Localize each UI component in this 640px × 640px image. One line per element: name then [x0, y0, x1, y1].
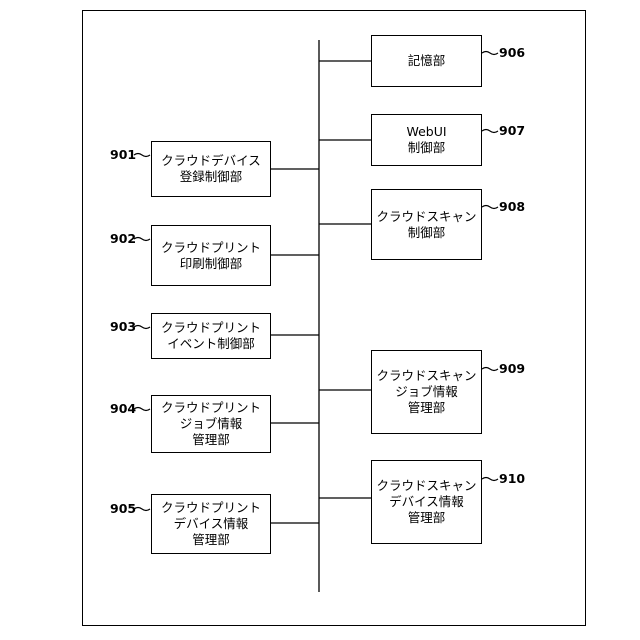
block-label-line: デバイス情報 — [389, 494, 464, 510]
block-label-line: クラウドスキャン — [376, 368, 476, 384]
block-label-line: クラウドデバイス — [161, 153, 261, 169]
ref-906: 906 — [499, 45, 525, 60]
block-label-line: 制御部 — [408, 140, 446, 156]
ref-903: 903 — [110, 319, 136, 334]
block-cloud-scan-device-info-management: クラウドスキャン デバイス情報 管理部 — [371, 460, 482, 544]
block-label-line: ジョブ情報 — [180, 416, 243, 432]
block-webui-control: WebUI 制御部 — [371, 114, 482, 166]
block-cloud-scan-job-info-management: クラウドスキャン ジョブ情報 管理部 — [371, 350, 482, 434]
ref-905: 905 — [110, 501, 136, 516]
ref-909: 909 — [499, 361, 525, 376]
ref-902: 902 — [110, 231, 136, 246]
ref-904: 904 — [110, 401, 136, 416]
block-cloud-scan-control: クラウドスキャン 制御部 — [371, 189, 482, 260]
block-storage: 記憶部 — [371, 35, 482, 87]
block-label-line: ジョブ情報 — [395, 384, 458, 400]
block-cloud-print-printing-control: クラウドプリント 印刷制御部 — [151, 225, 271, 286]
block-label-line: クラウドスキャン — [376, 478, 476, 494]
block-label-line: クラウドプリント — [161, 240, 261, 256]
ref-907: 907 — [499, 123, 525, 138]
block-label-line: デバイス情報 — [174, 516, 249, 532]
block-label-line: 管理部 — [408, 400, 446, 416]
block-label-line: 管理部 — [192, 432, 230, 448]
block-label-line: クラウドプリント — [161, 500, 261, 516]
block-cloud-print-event-control: クラウドプリント イベント制御部 — [151, 313, 271, 359]
ref-910: 910 — [499, 471, 525, 486]
block-label-line: クラウドプリント — [161, 400, 261, 416]
ref-901: 901 — [110, 147, 136, 162]
block-label-line: クラウドプリント — [161, 320, 261, 336]
block-label-line: 管理部 — [192, 532, 230, 548]
block-label-line: 記憶部 — [408, 53, 446, 69]
block-cloud-print-job-info-management: クラウドプリント ジョブ情報 管理部 — [151, 395, 271, 453]
block-label-line: 制御部 — [408, 225, 446, 241]
block-label-line: 印刷制御部 — [180, 256, 243, 272]
block-label-line: イベント制御部 — [167, 336, 255, 352]
block-label-line: 管理部 — [408, 510, 446, 526]
block-label-line: 登録制御部 — [180, 169, 243, 185]
block-label-line: クラウドスキャン — [376, 209, 476, 225]
block-cloud-print-device-info-management: クラウドプリント デバイス情報 管理部 — [151, 494, 271, 554]
block-cloud-device-registration-control: クラウドデバイス 登録制御部 — [151, 141, 271, 197]
block-label-line: WebUI — [406, 124, 446, 140]
ref-908: 908 — [499, 199, 525, 214]
